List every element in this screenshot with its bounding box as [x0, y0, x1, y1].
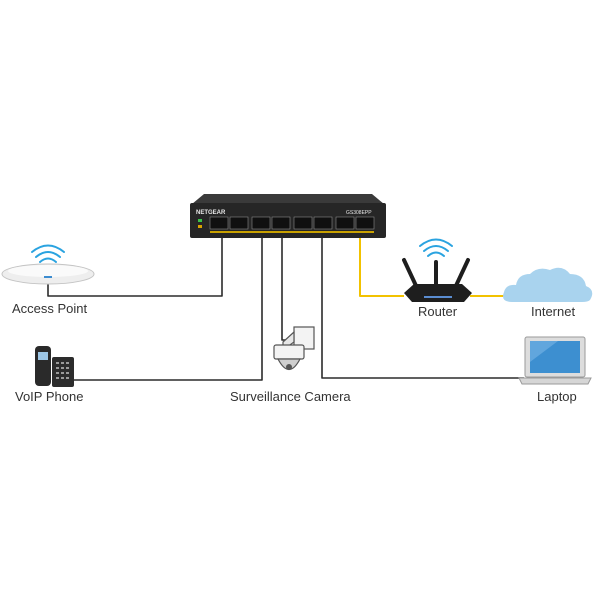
- port-8: [355, 216, 375, 230]
- router-led-strip: [424, 296, 452, 298]
- switch-top-face: [192, 194, 384, 204]
- cable-laptop: [321, 232, 524, 379]
- switch-brand: NETGEAR: [196, 210, 226, 216]
- access-point-device: Access Point: [1, 244, 95, 316]
- laptop-base: [518, 377, 592, 385]
- cables: [47, 232, 524, 381]
- port-led-strip: [210, 231, 374, 233]
- camera-lens: [286, 364, 292, 370]
- cable-access-point: [47, 232, 223, 297]
- access-point-label: Access Point: [12, 301, 88, 316]
- internet-label: Internet: [531, 304, 575, 319]
- access-point-top: [8, 265, 88, 277]
- router-body: [404, 284, 472, 302]
- voip-phone-label: VoIP Phone: [15, 389, 83, 404]
- internet-cloud: Internet: [503, 267, 593, 319]
- port-6: [313, 216, 333, 230]
- port-4: [271, 216, 291, 230]
- switch-device: NETGEAR GS308EPP: [190, 194, 386, 238]
- voip-phone-device: VoIP Phone: [15, 346, 83, 404]
- status-led-green: [198, 219, 202, 222]
- port-2: [229, 216, 249, 230]
- wifi-icon: [419, 238, 453, 257]
- status-led-amber: [198, 225, 202, 228]
- cloud-icon: [503, 267, 593, 302]
- laptop-device: Laptop: [518, 336, 592, 404]
- access-point-led: [44, 276, 52, 278]
- laptop-display-glare: [530, 341, 558, 362]
- phone-keypad: [56, 362, 69, 379]
- cable-voip-phone: [70, 232, 263, 381]
- surveillance-camera-label: Surveillance Camera: [230, 389, 351, 404]
- router-label: Router: [418, 304, 458, 319]
- port-1: [209, 216, 229, 230]
- router-device: Router: [402, 238, 472, 319]
- switch-ports: [209, 216, 375, 230]
- port-7: [335, 216, 355, 230]
- laptop-label: Laptop: [537, 389, 577, 404]
- port-5: [293, 216, 313, 230]
- switch-model: GS308EPP: [346, 210, 372, 216]
- phone-handset-screen: [38, 352, 48, 360]
- port-3: [251, 216, 271, 230]
- surveillance-camera-device: Surveillance Camera: [230, 326, 351, 404]
- cable-camera: [281, 232, 292, 341]
- cable-router: [359, 232, 404, 297]
- camera-housing: [273, 344, 305, 360]
